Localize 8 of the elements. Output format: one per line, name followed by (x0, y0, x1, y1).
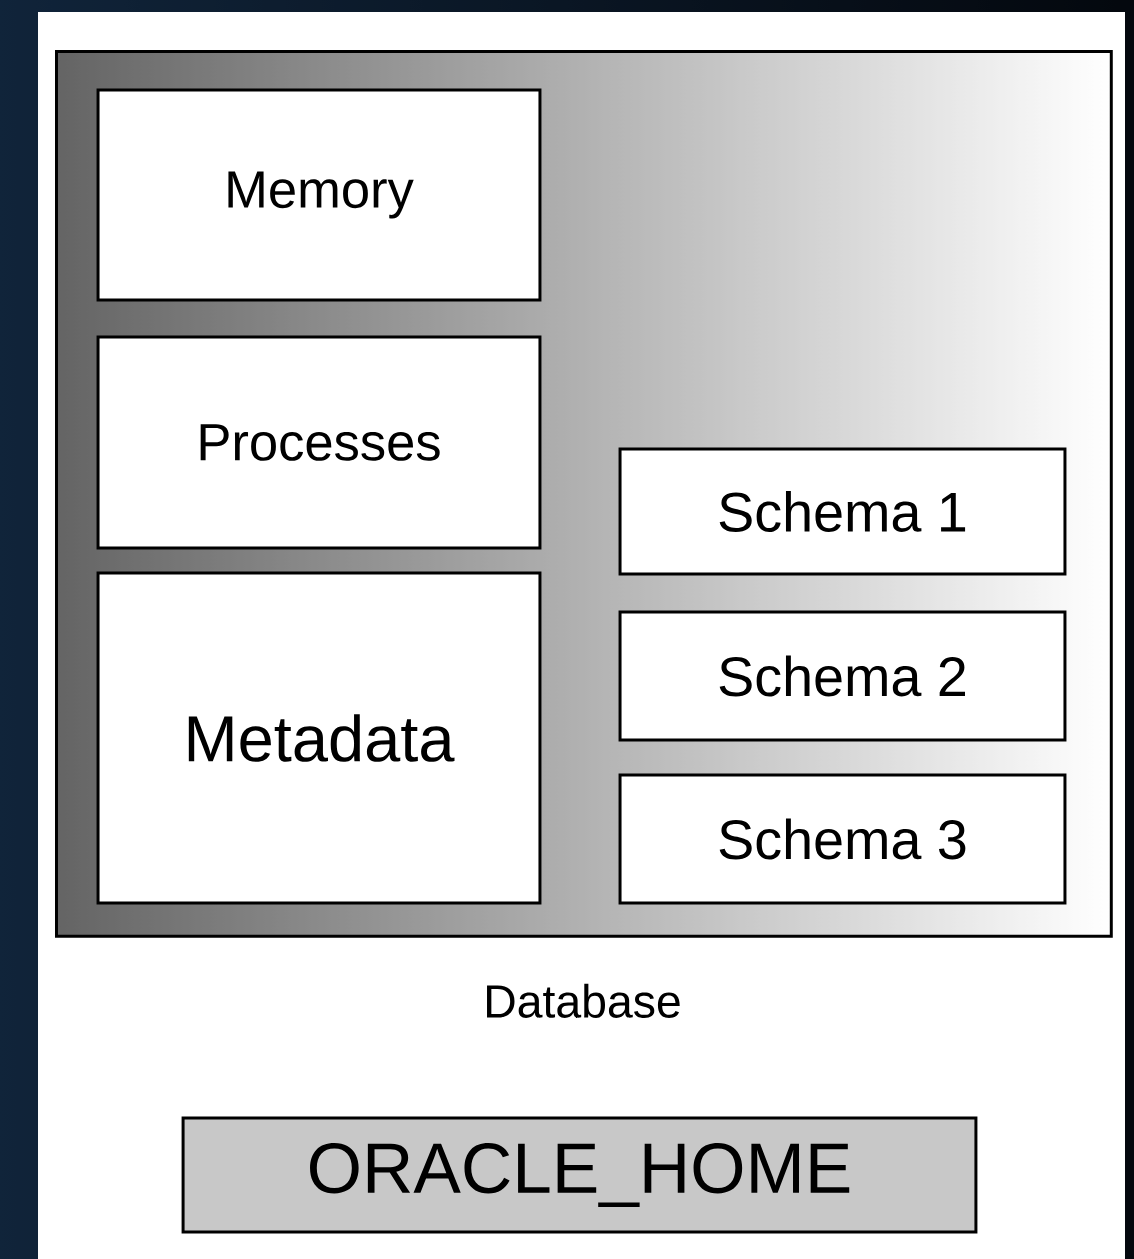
box-label: Database (487, 983, 680, 1018)
component-box: Schema 3 (618, 773, 1067, 905)
component-box: Metadata (96, 571, 542, 905)
component-box: Schema 1 (618, 447, 1067, 576)
component-box: Processes (96, 335, 542, 550)
component-box: Memory (96, 88, 542, 302)
component-box: Schema 2 (618, 610, 1067, 742)
home-box: ORACLE_HOME (181, 1116, 978, 1234)
